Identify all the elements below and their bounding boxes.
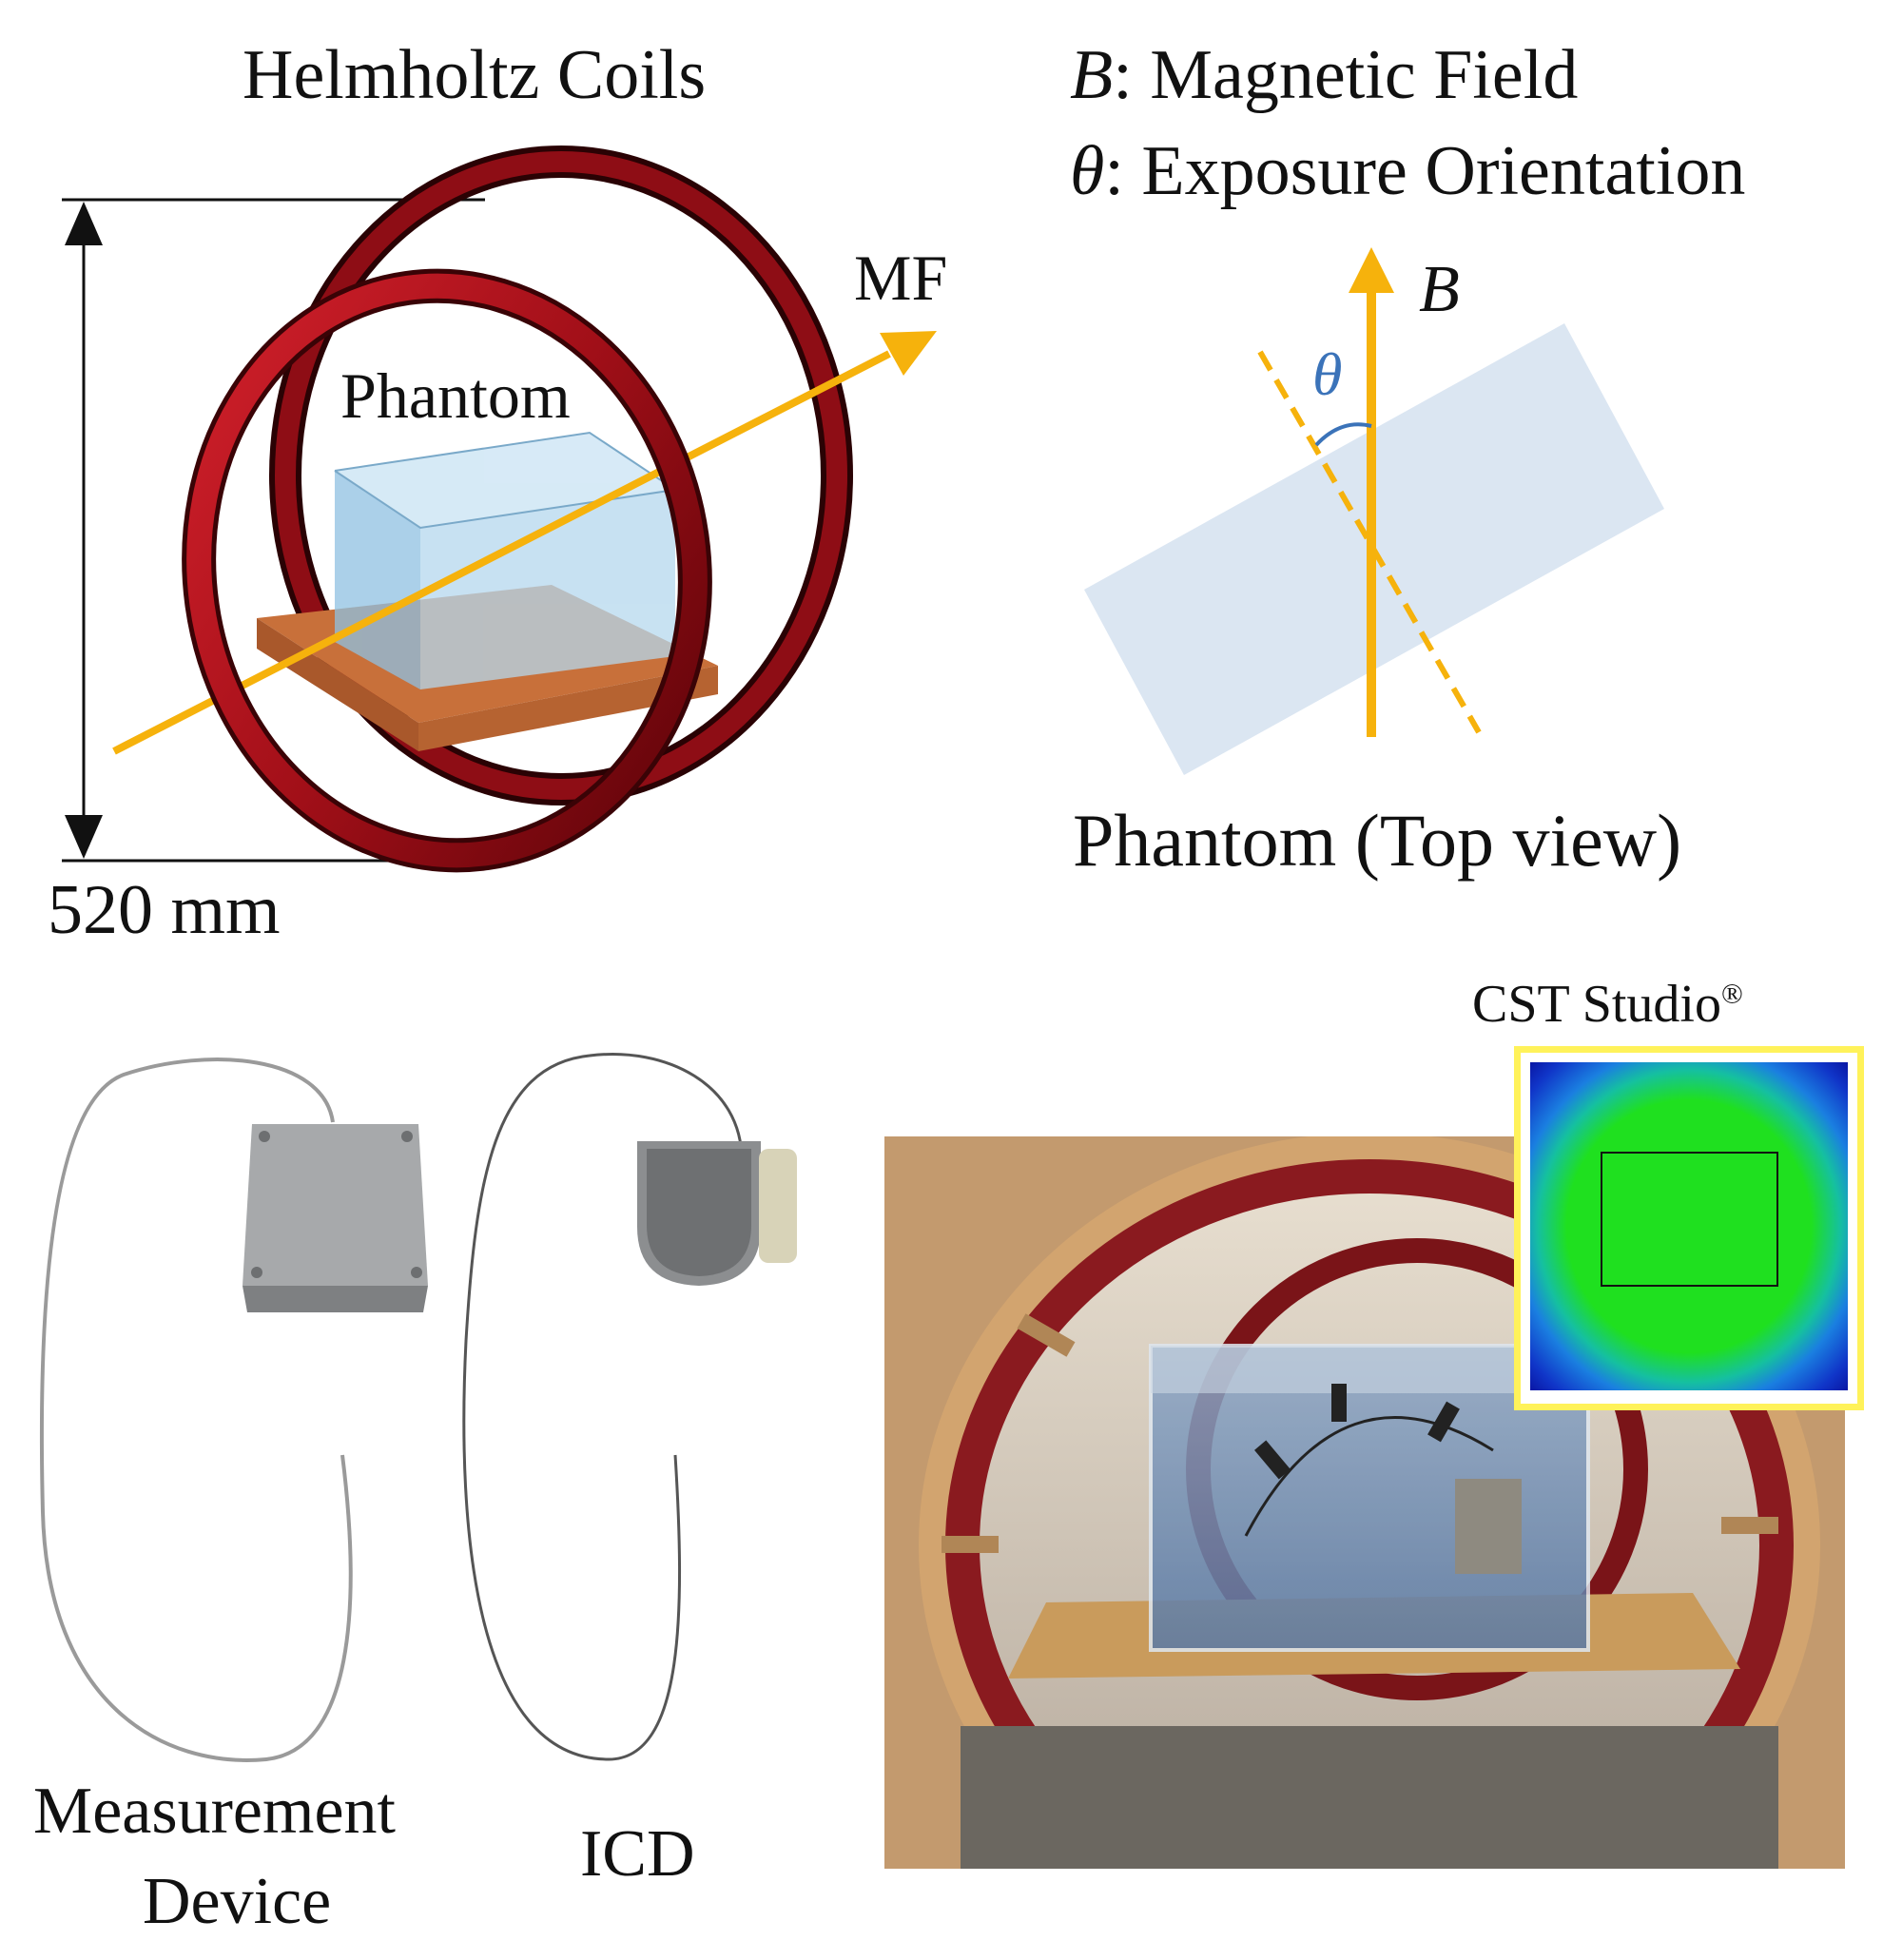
theta-label: θ bbox=[1312, 340, 1343, 408]
phantom-box bbox=[335, 433, 675, 689]
helmholtz-title: Helmholtz Coils bbox=[243, 36, 707, 114]
legend-theta-line: θ: Exposure Orientation bbox=[1070, 136, 1745, 206]
inset-title-mark: ® bbox=[1720, 978, 1743, 1010]
dimension-arrow-down bbox=[65, 815, 103, 859]
theta-arc bbox=[1314, 422, 1372, 447]
cst-field-map bbox=[1521, 1053, 1857, 1404]
devices-photo bbox=[39, 1053, 797, 1762]
measurement-lead bbox=[39, 1058, 353, 1762]
inset-title-text: CST Studio bbox=[1472, 975, 1721, 1034]
mf-arrow-head bbox=[880, 331, 937, 376]
cst-simulation-inset bbox=[1514, 1046, 1864, 1410]
phantom-label: Phantom bbox=[340, 359, 571, 432]
dimension-label: 520 mm bbox=[48, 871, 281, 949]
icd-label: ICD bbox=[580, 1817, 695, 1891]
b-arrow-head bbox=[1349, 247, 1394, 293]
legend-b-symbol: B bbox=[1070, 36, 1114, 114]
legend-theta-text: : Exposure Orientation bbox=[1104, 132, 1746, 210]
icd-lead bbox=[462, 1053, 744, 1761]
measurement-device-box bbox=[243, 1124, 428, 1312]
top-view-diagram bbox=[1084, 247, 1664, 775]
mf-arrow-line bbox=[112, 350, 891, 755]
mf-label: MF bbox=[854, 242, 948, 314]
top-view-caption: Phantom (Top view) bbox=[1073, 799, 1682, 882]
inset-phantom-outline bbox=[1601, 1152, 1778, 1287]
legend-b-line: B: Magnetic Field bbox=[1070, 40, 1578, 110]
legend-b-text: : Magnetic Field bbox=[1113, 36, 1579, 114]
measurement-device-label-line2: Device bbox=[143, 1865, 332, 1938]
legend-theta-symbol: θ bbox=[1070, 132, 1105, 210]
b-arrow-label: B bbox=[1419, 253, 1460, 326]
inset-title: CST Studio® bbox=[1472, 978, 1743, 1031]
icd-device bbox=[637, 1141, 797, 1286]
orientation-dashed-line bbox=[1257, 350, 1482, 734]
dimension-arrow-up bbox=[65, 202, 103, 245]
helmholtz-diagram bbox=[62, 146, 937, 873]
measurement-device-label-line1: Measurement bbox=[33, 1775, 396, 1848]
